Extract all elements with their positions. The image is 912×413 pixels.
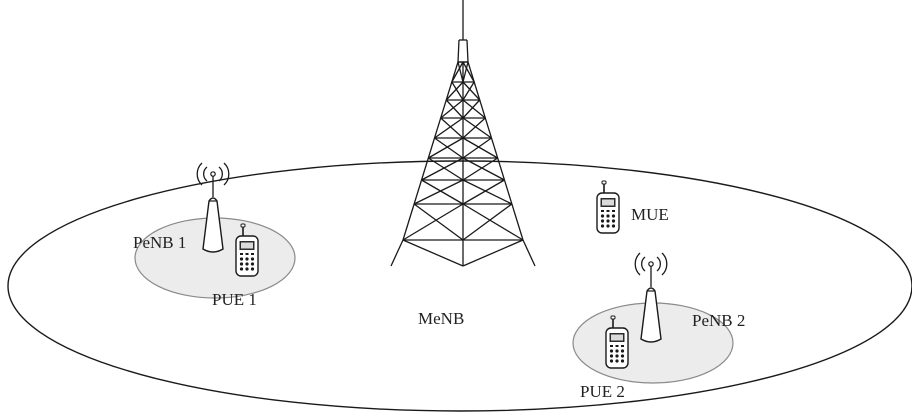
label-pico-ue-2: PUE 2 bbox=[580, 382, 625, 401]
lattice-tower-icon bbox=[390, 0, 536, 267]
label-macro-ue: MUE bbox=[631, 205, 669, 224]
label-pico-bs-2: PeNB 2 bbox=[692, 311, 745, 330]
label-macro-bs: MeNB bbox=[418, 309, 464, 328]
label-pico-bs-1: PeNB 1 bbox=[133, 233, 186, 252]
mobile-phone-icon bbox=[596, 180, 620, 234]
macro-cell-boundary bbox=[7, 160, 912, 412]
label-pico-ue-1: PUE 1 bbox=[212, 290, 257, 309]
